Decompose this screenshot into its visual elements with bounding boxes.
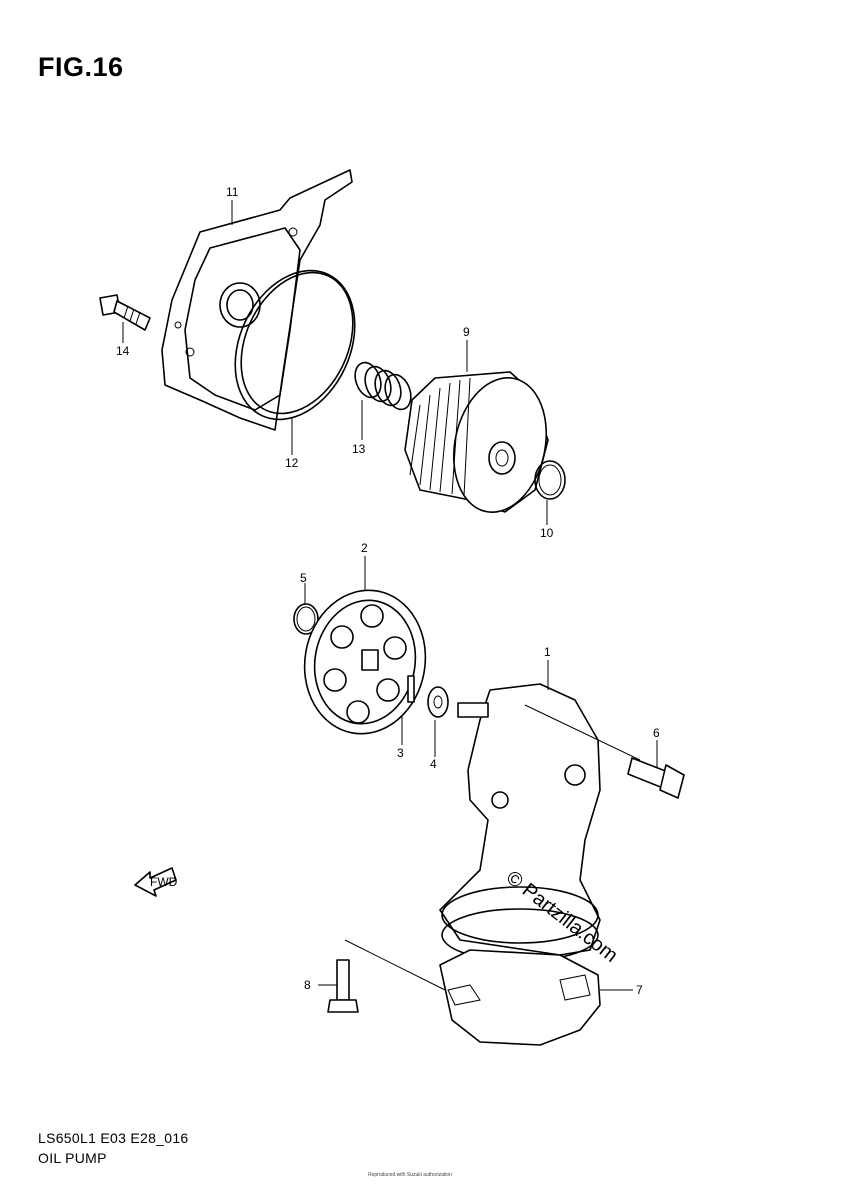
copyright-note: Reproduced with Suzuki authorization	[368, 1172, 452, 1178]
forward-arrow-icon: FWD	[134, 867, 178, 897]
assembly-name: OIL PUMP	[38, 1150, 107, 1166]
callout-13[interactable]: 13	[352, 442, 366, 456]
callout-7[interactable]: 7	[636, 983, 643, 997]
callout-5[interactable]: 5	[300, 571, 307, 585]
part-3-pin[interactable]	[407, 675, 415, 703]
model-code: LS650L1 E03 E28_016	[38, 1130, 189, 1146]
figure-title: FIG.16	[38, 52, 124, 82]
part-11-cover[interactable]	[161, 169, 353, 431]
callout-11[interactable]: 11	[226, 185, 239, 199]
part-12-o-ring[interactable]	[212, 251, 378, 439]
part-1-oil-pump[interactable]	[439, 683, 641, 962]
callout-1[interactable]: 1	[544, 645, 551, 659]
callout-12[interactable]: 12	[285, 456, 299, 470]
part-9-oil-filter[interactable]	[404, 369, 558, 521]
part-14-bolt[interactable]	[99, 294, 151, 331]
callout-8[interactable]: 8	[304, 978, 311, 992]
part-8-bolt[interactable]	[327, 959, 359, 1013]
part-4-washer[interactable]	[427, 686, 449, 718]
part-7-oil-screen[interactable]	[344, 939, 601, 1046]
part-10-o-ring[interactable]	[534, 460, 566, 500]
part-6-bolt[interactable]	[627, 757, 685, 799]
part-2-gear[interactable]	[293, 581, 436, 744]
part-13-spring[interactable]	[351, 359, 416, 413]
callout-3[interactable]: 3	[397, 746, 404, 760]
callout-4[interactable]: 4	[430, 757, 437, 771]
callout-9[interactable]: 9	[463, 325, 470, 339]
callout-10[interactable]: 10	[540, 526, 554, 540]
svg-text:FWD: FWD	[150, 875, 178, 889]
callout-14[interactable]: 14	[116, 344, 130, 358]
callout-6[interactable]: 6	[653, 726, 660, 740]
callout-2[interactable]: 2	[361, 541, 368, 555]
